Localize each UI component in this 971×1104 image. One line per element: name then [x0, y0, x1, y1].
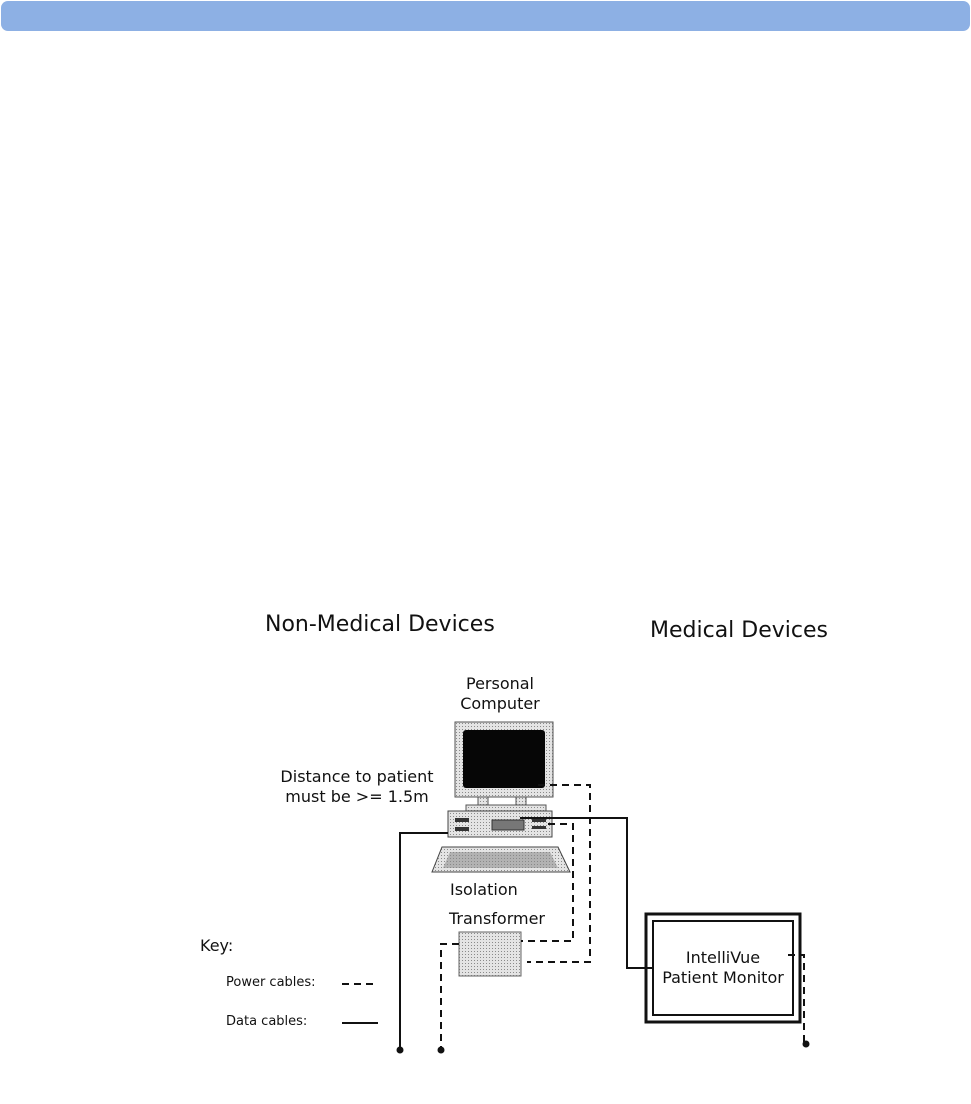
monitor-label-line2: Patient Monitor [662, 968, 784, 987]
monitor-label-line1: IntelliVue [685, 948, 761, 967]
patient-monitor-box [644, 912, 802, 1024]
key-data-label: Data cables: [226, 1014, 308, 1029]
distance-note-line1: Distance to patient [280, 767, 434, 786]
header-bar [1, 1, 970, 31]
medical-heading: Medical Devices [650, 618, 828, 643]
pc-label-line1: Personal [465, 674, 534, 693]
distance-note: Distance to patient must be >= 1.5m [270, 767, 444, 807]
key-title: Key: [200, 936, 234, 955]
keyboard-icon [431, 846, 571, 873]
monitor-label: IntelliVue Patient Monitor [654, 948, 792, 988]
data-cables [399, 817, 654, 1050]
pc-label-line2: Computer [460, 694, 540, 713]
computer-monitor-icon [454, 721, 554, 812]
isolation-transformer-icon [458, 931, 522, 977]
distance-note-line2: must be >= 1.5m [285, 787, 429, 806]
non-medical-heading: Non-Medical Devices [265, 612, 495, 637]
isolation-label: Isolation [450, 880, 518, 899]
key-power-label: Power cables: [226, 975, 316, 990]
cable-terminals [396, 1040, 810, 1054]
computer-case-icon [447, 810, 553, 838]
transformer-label: Transformer [449, 909, 546, 928]
power-cables [440, 784, 805, 1050]
key-line-samples [342, 983, 378, 1024]
pc-label: Personal Computer [455, 674, 545, 714]
